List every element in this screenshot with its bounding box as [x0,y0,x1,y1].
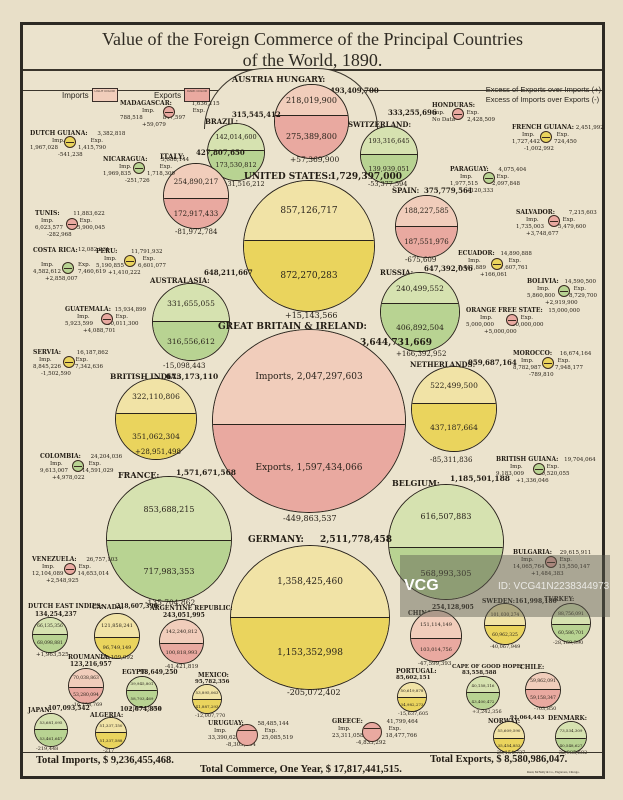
dot-bolivia [558,285,570,297]
circle-belgium: 616,507,883 568,993,305 [388,484,504,600]
dot-bulgaria [545,556,557,568]
circle-spain: 188,227,585 187,551,976 [395,195,458,258]
dot-british-guiana [533,463,545,475]
circle-chile: 59,862,091 59,158,347 [525,672,561,708]
total-exports: Total Exports, $ 8,580,986,047. [430,754,568,765]
orange-free-state-entry: ORANGE FREE STATE: 15,000,000 Imp.Exp. 5… [466,307,580,335]
circle-denmark: 73,534,309 40,548,627 [555,721,587,753]
circle-china: 151,114,149 103,014,756 [410,610,462,662]
circle-canada: 121,858,241 96,749,149 [94,613,140,659]
circle-egypt: 39,945,801 58,703,469 [126,676,158,708]
chart-title: Value of the Foreign Commerce of the Pri… [102,29,523,70]
dot-tunis [66,218,78,230]
dot-honduras [452,108,464,120]
dot-nicaragua [133,162,145,174]
legend-exports: Exports DARK COLOR [154,88,211,102]
label-austria-hungary: AUSTRIA HUNGARY: [232,74,326,84]
circle-mexico: 53,895,063 41,887,293 [192,684,222,714]
footer-divider [23,752,602,753]
legend-imports: Imports LIGHT COLOR [62,88,118,102]
circle-italy: 254,890,217 172,917,433 [163,163,229,229]
circle-turkey: 88,756,091 60,586,701 [551,603,591,643]
dot-costa-rica [62,262,74,274]
circle-sweden: 101,030,274 60,962,325 [484,603,526,645]
circle-great-britain: Imports, 2,047,297,603 Exports, 1,597,43… [212,329,406,513]
circle-algeria: 51,337,150 51,337,588 [95,717,127,749]
circle-australasia: 331,655,055 316,556,612 [152,283,230,361]
dot-guatemala [101,313,113,325]
dot-salvador [548,215,560,227]
circle-argentine-republic: 142,240,812 100,818,993 [159,619,204,664]
guatemala-entry: GUATEMALA: 15,934,899 Imp.Exp. 5,923,599… [65,306,147,334]
dot-greece [362,722,382,742]
french-guiana-entry: FRENCH GUIANA: 2,451,992 Imp.Exp. 1,727,… [512,124,604,152]
circle-japan: 53,681,095 53,461,647 [34,713,68,747]
circle-france: 853,688,215 717,983,353 [106,476,232,602]
circle-portugal: 50,619,878 34,982,273 [397,682,427,712]
total-commerce: Total Commerce, One Year, $ 17,817,441,5… [200,764,402,775]
venezuela-entry: VENEZUELA: 26,757,103 Imp.Exp. 12,104,08… [32,556,118,584]
circle-united-states: 857,126,717 872,270,283 [243,180,375,312]
dot-madagascar [163,106,175,118]
dot-dutch-guiana [64,136,76,148]
circle-germany: 1,358,425,460 1,153,352,998 [230,545,390,690]
watermark-overlay: VCG ID: VCG41N2238344973 [400,555,610,617]
dot-morocco [542,357,554,369]
dutch-guiana-entry: DUTCH GUIANA: 3,382,818 Imp.Exp. 1,967,0… [30,130,126,158]
dot-orange-free-state [506,314,518,326]
british-guiana-entry: BRITISH GUIANA: 19,704,064 Imp.Exp. 9,18… [496,456,596,484]
circle-british-india: 322,110,806 351,062,304 [115,378,197,460]
dot-colombia [72,460,84,472]
dot-french-guiana [540,131,552,143]
circle-norway: 55,609,590 35,454,853 [493,721,525,753]
imports-swatch: LIGHT COLOR [91,88,118,102]
dot-servia [63,356,75,368]
circle-roumania: 70,038,863 53,280,094 [68,668,104,704]
circle-austria-hungary: 218,019,900 275,389,800 [274,84,349,159]
dot-paraguay [483,172,495,184]
circle-dutch-east-indies: 66,135,356 68,098,881 [32,617,68,653]
dot-venezuela [64,563,76,575]
bulgaria-entry: BULGARIA: 29,615,911 Imp.Exp. 14,065,764… [513,549,592,577]
exports-swatch: DARK COLOR [184,88,211,102]
costa-rica-entry: COSTA RICA: Imp. 4,582,612 +2,858,007 [33,247,78,282]
watermark-brand: VCG [404,577,439,594]
legend-excess: Excess of Exports over Imports (+) Exces… [485,85,601,104]
circle-switzerland: 193,316,645 139,939,051 [360,126,418,184]
dot-peru [124,255,136,267]
dot-uruguay [236,724,258,746]
total-imports: Total Imports, $ 9,236,455,468. [36,755,174,766]
circle-russia: 240,499,552 406,892,504 [380,272,460,352]
dot-ecuador [491,258,503,270]
circle-cape-of-good-hope: 40,158,116 43,400,472 [466,676,500,710]
publisher-credit: Rand, McNally & Co., Engravers, Chicago. [527,770,580,774]
circle-netherlands: 522,499,500 437,187,664 [411,366,497,452]
watermark-id: ID: VCG41N2238344973 [498,581,610,592]
